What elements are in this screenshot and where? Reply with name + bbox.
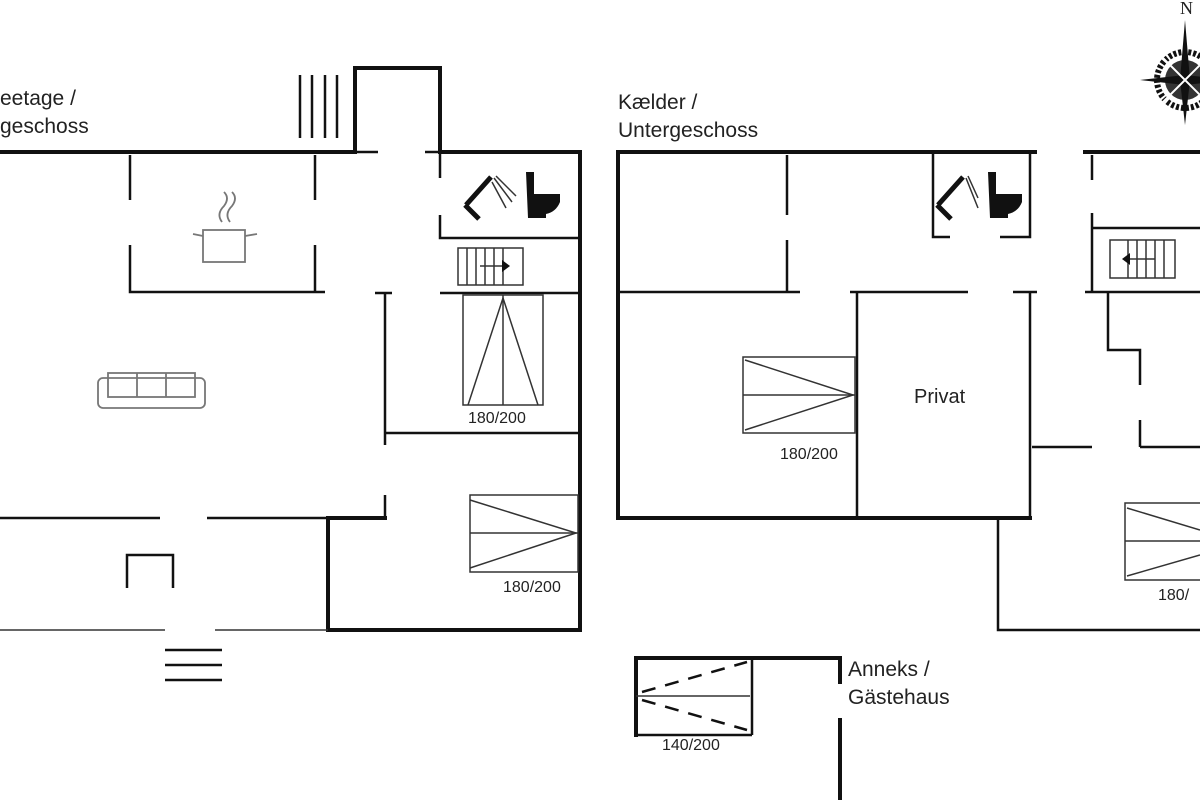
staircase-icon [457,247,524,286]
cooking-pot-icon [192,191,258,263]
compass-rose-icon [1140,20,1200,125]
staircase-icon [1109,239,1176,279]
toilet-icon [526,172,560,218]
annex-label: Anneks / Gästehaus [848,656,950,712]
private-room-label: Privat [914,386,966,408]
ground-floor-label-line2: geschoss [0,115,89,138]
basement-label-line1: Kælder / [618,91,698,114]
toilet-icon [988,172,1022,218]
bed-size-label: 180/200 [503,579,561,596]
sofa-icon [97,372,206,409]
basement-label: Kælder / Untergeschoss [618,89,758,145]
ground-floor-walls [0,66,582,632]
annex-label-line1: Anneks / [848,658,930,681]
ground-floor-label: eetage / geschoss [0,85,89,141]
basement-walls [616,150,1200,632]
bed-icon [636,660,750,732]
outdoor-steps-bottom [165,648,222,682]
basement-label-line2: Untergeschoss [618,119,759,142]
annex-walls [634,656,842,800]
ground-floor-label-line1: eetage / [0,87,76,110]
bed-icon [1124,502,1200,581]
outdoor-steps-top [298,75,339,138]
shower-icon [935,175,979,221]
shower-icon [463,175,517,221]
bed-icon [742,356,856,434]
bed-size-label: 180/200 [780,446,838,463]
bed-size-label: 180/200 [468,410,526,427]
fireplace-icon [125,553,175,588]
bed-icon [462,294,544,406]
bed-size-label: 140/200 [662,737,720,754]
compass-north-label: N [1180,0,1193,18]
annex-label-line2: Gästehaus [848,686,950,709]
bed-icon [469,494,579,573]
bed-size-label: 180/ [1158,587,1190,604]
